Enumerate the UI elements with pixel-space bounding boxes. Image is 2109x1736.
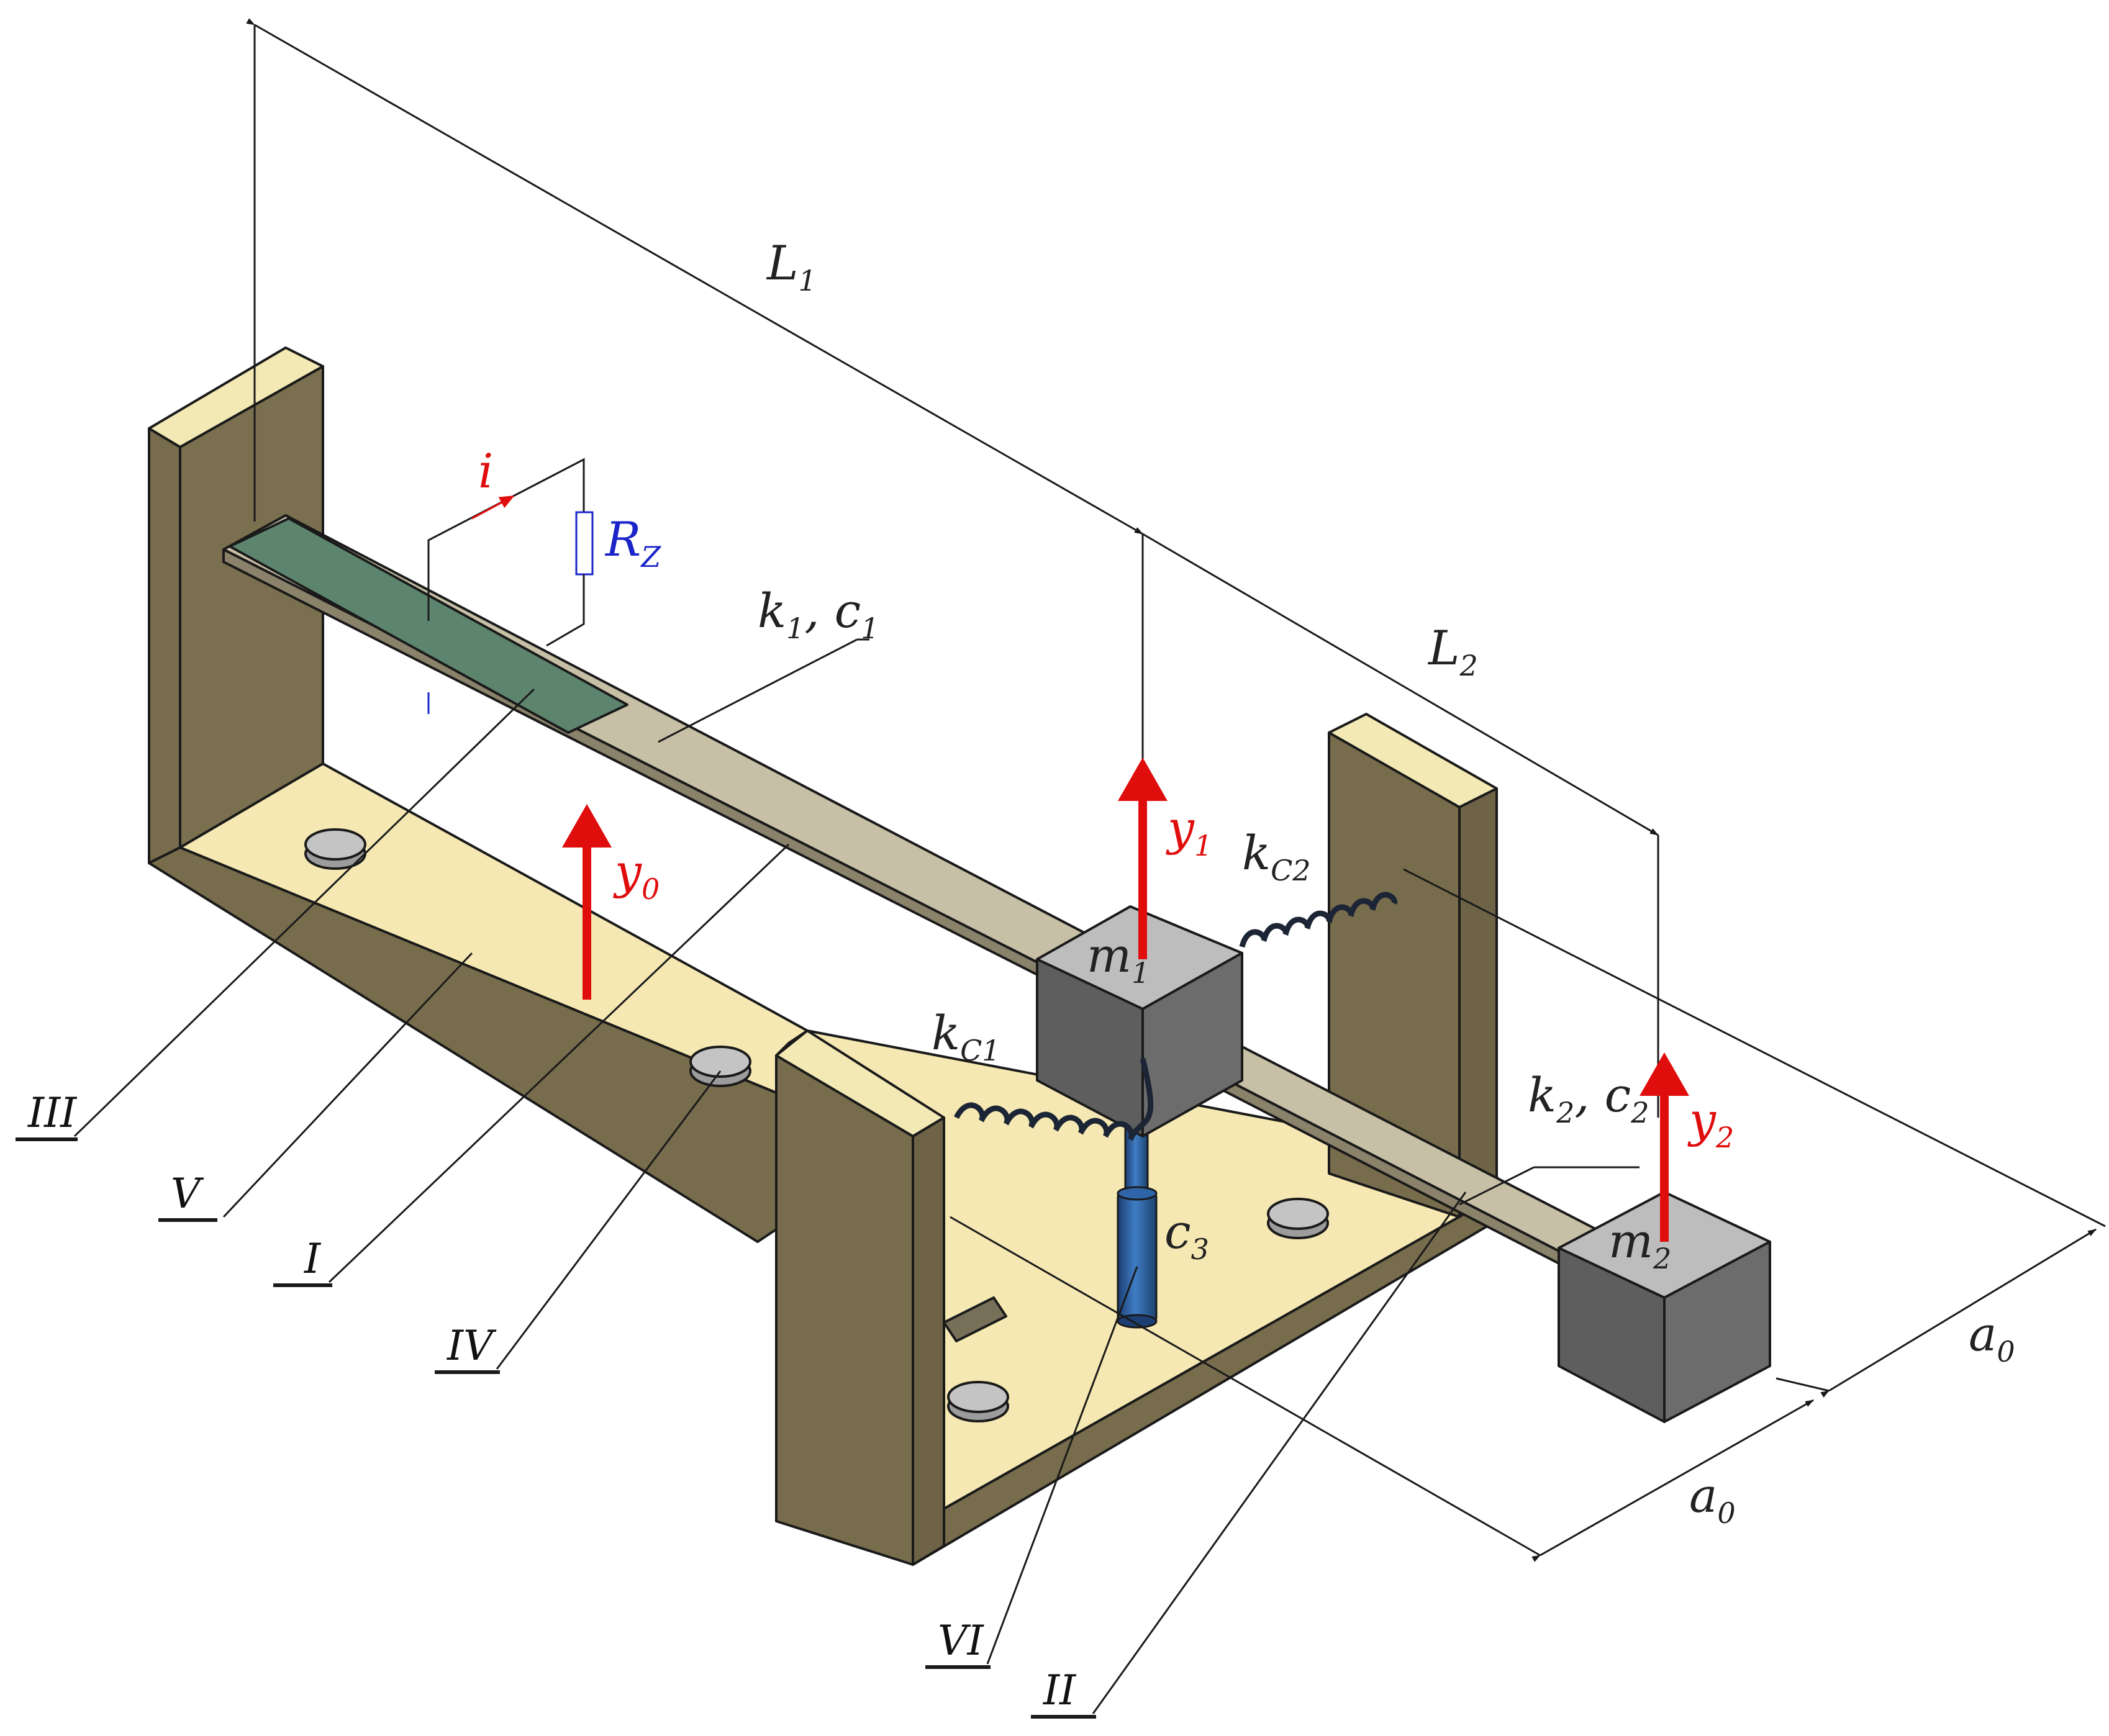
label-i: i	[478, 443, 493, 499]
label-m2: m2	[1608, 1213, 1671, 1275]
mass-m1-side	[1141, 952, 1243, 1137]
label-c3: c3	[1164, 1204, 1209, 1266]
spring-kC1	[953, 1057, 1154, 1141]
mass-m2-side	[1663, 1241, 1771, 1423]
front-wall-face	[775, 1054, 914, 1566]
label-k2c2: k2, c2	[1528, 1067, 1649, 1129]
label-L1: L1	[766, 235, 817, 297]
callout-IV: IV	[435, 1322, 500, 1374]
label-a0-right: a0	[1969, 1306, 2015, 1368]
current-arrow	[471, 495, 515, 520]
bolt-2	[689, 1046, 751, 1087]
svg-text:VI: VI	[938, 1617, 985, 1665]
bolt-1	[304, 828, 366, 870]
callout-II: II	[1031, 1666, 1096, 1719]
label-y1: y1	[1166, 800, 1212, 862]
callout-VI: VI	[925, 1617, 991, 1669]
callout-V: V	[158, 1170, 217, 1222]
callout-III: III	[16, 1089, 78, 1141]
front-wall-side	[912, 1116, 945, 1566]
svg-text:V: V	[171, 1170, 204, 1218]
dim-L1	[246, 18, 1143, 535]
dim-a0-right	[1820, 1228, 2097, 1398]
svg-text:III: III	[27, 1089, 78, 1137]
right-wall-side	[1458, 787, 1498, 1218]
resistor-Rz	[575, 511, 594, 576]
motion-arrows	[562, 757, 1689, 1242]
label-k1c1: k1, c1	[758, 583, 879, 645]
svg-text:IV: IV	[447, 1322, 497, 1370]
svg-text:I: I	[304, 1235, 322, 1283]
bolt-3	[1267, 1198, 1329, 1239]
label-a0-bottom: a0	[1689, 1468, 1736, 1530]
mass-m2	[1558, 1191, 1771, 1423]
spring-kC2	[1239, 892, 1397, 948]
label-kC1: kC1	[932, 1005, 1000, 1067]
dim-L2	[1134, 527, 1659, 836]
label-L2: L2	[1427, 620, 1478, 682]
svg-text:II: II	[1043, 1666, 1077, 1714]
label-y0: y0	[613, 844, 660, 906]
label-Rz: RZ	[604, 512, 661, 574]
label-y2: y2	[1687, 1092, 1734, 1154]
callout-I: I	[273, 1235, 332, 1287]
bolt-4	[947, 1381, 1009, 1422]
frame	[148, 346, 1504, 1566]
leaders	[73, 638, 1640, 1714]
dim-a0-bottom	[1531, 1399, 1814, 1562]
beam-1	[222, 514, 1107, 985]
rear-wall-front	[148, 427, 181, 864]
label-kC2: kC2	[1242, 825, 1311, 887]
label-m1: m1	[1087, 928, 1150, 990]
base-slot	[943, 1296, 1007, 1342]
dimensions	[246, 18, 2106, 1562]
front-wall-top	[775, 1029, 945, 1137]
